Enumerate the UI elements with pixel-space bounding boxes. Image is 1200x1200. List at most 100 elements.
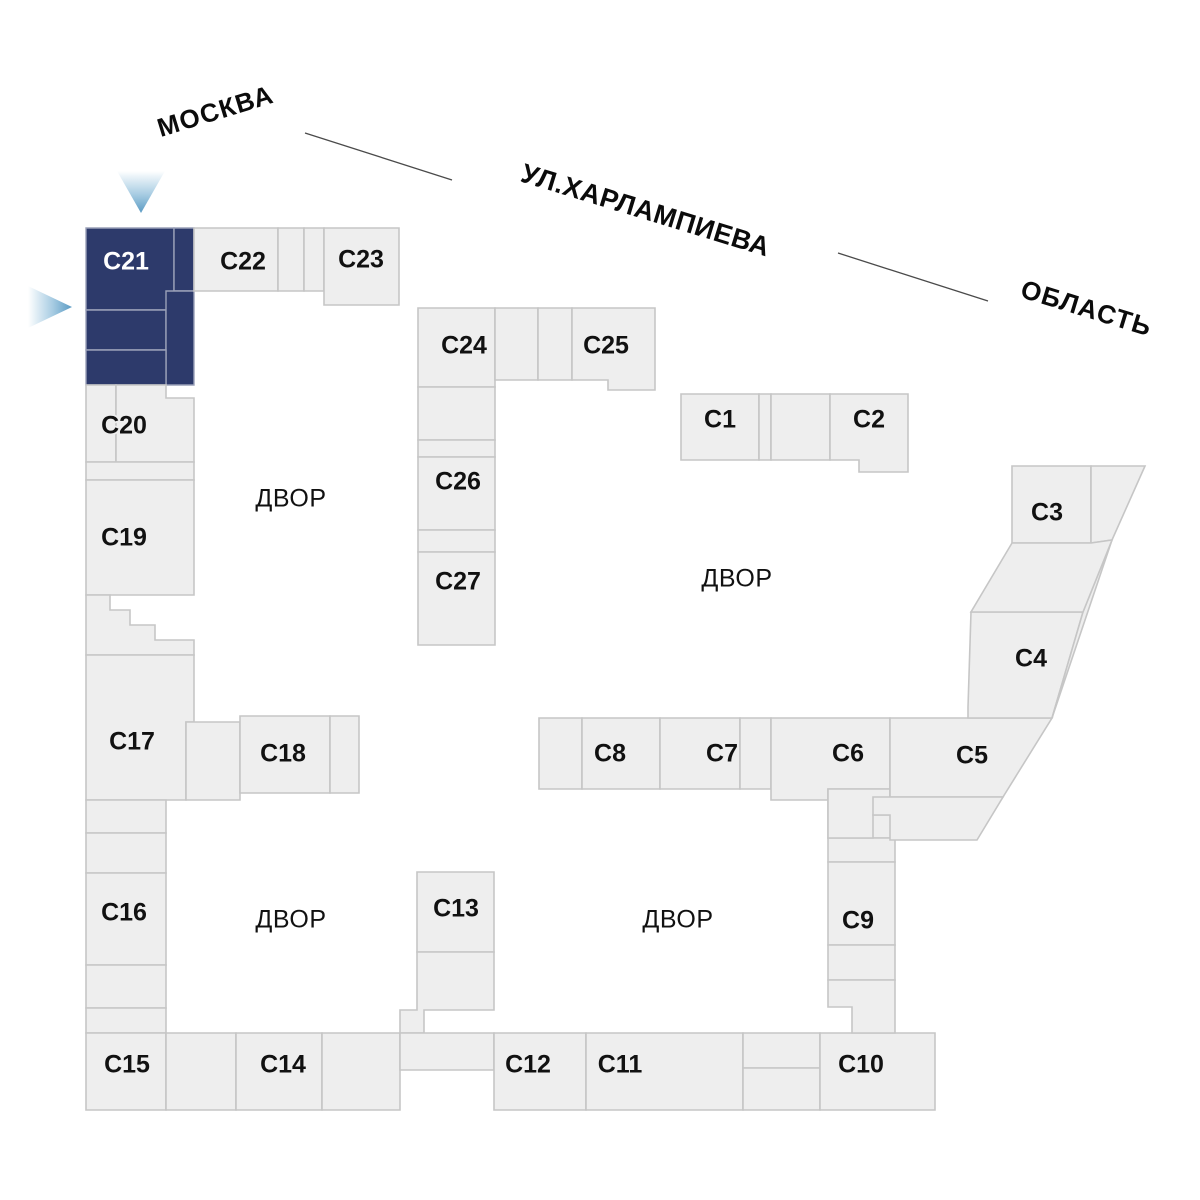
building-part-c16-4[interactable] — [85, 1007, 167, 1034]
building-c6[interactable] — [770, 717, 891, 839]
unit-label-c10: C10 — [838, 1051, 884, 1079]
building-part-c16-0[interactable] — [85, 799, 167, 834]
building-part-c16-1[interactable] — [85, 832, 167, 874]
building-part-c21-3[interactable] — [165, 290, 195, 386]
unit-label-c25: C25 — [583, 332, 629, 360]
unit-label-c13: C13 — [433, 895, 479, 923]
building-c20[interactable] — [85, 384, 195, 481]
building-part-c18-1[interactable] — [329, 715, 360, 794]
building-part-c27-0[interactable] — [417, 529, 496, 553]
building-part-c2-1[interactable] — [829, 393, 909, 473]
building-c19[interactable] — [85, 479, 195, 656]
building-part-c15-1[interactable] — [165, 1032, 237, 1111]
unit-label-c15: C15 — [104, 1051, 150, 1079]
unit-label-c21: C21 — [103, 248, 149, 276]
building-part-c2-0[interactable] — [770, 393, 831, 461]
building-c17[interactable] — [85, 654, 241, 801]
building-c26[interactable] — [417, 439, 496, 531]
building-part-c10-1[interactable] — [742, 1067, 821, 1111]
building-c14[interactable] — [235, 1032, 401, 1111]
building-part-c21-1[interactable] — [173, 227, 195, 292]
building-c4[interactable] — [967, 539, 1113, 719]
building-c8[interactable] — [538, 717, 661, 790]
building-part-c22-1[interactable] — [277, 227, 305, 292]
building-part-c1-1[interactable] — [758, 393, 772, 461]
building-part-c25-1[interactable] — [571, 307, 656, 391]
unit-label-c7: C7 — [706, 740, 738, 768]
building-part-c3-1[interactable] — [1090, 465, 1147, 544]
building-part-c23-1[interactable] — [323, 227, 400, 306]
building-c3[interactable] — [969, 465, 1147, 613]
building-part-c10-2[interactable] — [819, 1032, 936, 1111]
building-c10[interactable] — [742, 1032, 936, 1111]
building-c27[interactable] — [417, 529, 496, 646]
unit-label-c4: C4 — [1015, 645, 1047, 673]
building-c25[interactable] — [537, 307, 656, 391]
building-c18[interactable] — [239, 715, 360, 794]
building-part-c6-0[interactable] — [770, 717, 891, 801]
building-c22[interactable] — [193, 227, 305, 292]
unit-label-c1: C1 — [704, 406, 736, 434]
building-part-c19-0[interactable] — [85, 479, 195, 596]
unit-label-c16: C16 — [101, 899, 147, 927]
unit-label-c20: C20 — [101, 412, 147, 440]
unit-label-c11: C11 — [598, 1051, 643, 1079]
building-c7[interactable] — [659, 717, 772, 790]
building-part-c5-1[interactable] — [872, 796, 1005, 841]
building-c23[interactable] — [303, 227, 400, 306]
unit-label-c14: C14 — [260, 1051, 306, 1079]
building-part-c27-1[interactable] — [417, 551, 496, 646]
building-c2[interactable] — [770, 393, 909, 473]
building-c21[interactable] — [85, 227, 195, 386]
unit-label-c9: C9 — [842, 907, 874, 935]
building-c16[interactable] — [85, 799, 167, 1034]
yard-label-yard-ne: ДВОР — [701, 565, 772, 593]
unit-label-c27: C27 — [435, 568, 481, 596]
unit-label-c22: C22 — [220, 248, 266, 276]
building-part-c7-1[interactable] — [739, 717, 772, 790]
unit-label-c6: C6 — [832, 740, 864, 768]
building-part-c24-1[interactable] — [494, 307, 539, 381]
entrance-arrows-layer — [28, 171, 165, 328]
unit-label-c19: C19 — [101, 524, 147, 552]
building-part-c9-4[interactable] — [827, 979, 896, 1034]
building-part-c3-2[interactable] — [969, 539, 1114, 613]
building-part-c21-4[interactable] — [85, 349, 167, 386]
building-c24[interactable] — [417, 307, 539, 441]
building-part-c17-1[interactable] — [185, 721, 241, 801]
building-part-c10-0[interactable] — [742, 1032, 821, 1069]
west-arrow — [28, 286, 72, 328]
street-leader-left — [304, 132, 453, 181]
building-c15[interactable] — [85, 1032, 237, 1111]
unit-label-c8: C8 — [594, 740, 626, 768]
building-part-c23-0[interactable] — [303, 227, 325, 292]
building-part-c26-0[interactable] — [417, 439, 496, 458]
building-part-c21-2[interactable] — [85, 309, 167, 351]
building-c13[interactable] — [399, 871, 495, 1071]
unit-label-c23: C23 — [338, 246, 384, 274]
direction-label-moscow: МОСКВА — [154, 79, 278, 143]
building-part-c25-0[interactable] — [537, 307, 573, 381]
unit-label-c24: C24 — [441, 332, 487, 360]
direction-label-oblast: ОБЛАСТЬ — [1017, 274, 1156, 342]
building-c5[interactable] — [872, 717, 1054, 841]
building-part-c13-2[interactable] — [399, 1032, 495, 1071]
building-part-c9-1[interactable] — [827, 837, 896, 863]
building-part-c13-1[interactable] — [399, 951, 495, 1034]
building-part-c20-2[interactable] — [85, 461, 195, 481]
building-part-c19-1[interactable] — [85, 594, 195, 656]
yard-label-yard-sw: ДВОР — [255, 906, 326, 934]
unit-label-c2: C2 — [853, 406, 885, 434]
building-part-c9-3[interactable] — [827, 944, 896, 981]
building-part-c24-2[interactable] — [417, 386, 496, 441]
yard-label-yard-se: ДВОР — [642, 906, 713, 934]
building-part-c8-0[interactable] — [538, 717, 583, 790]
building-part-c14-1[interactable] — [321, 1032, 401, 1111]
unit-label-c12: C12 — [505, 1051, 551, 1079]
building-part-c16-3[interactable] — [85, 964, 167, 1009]
